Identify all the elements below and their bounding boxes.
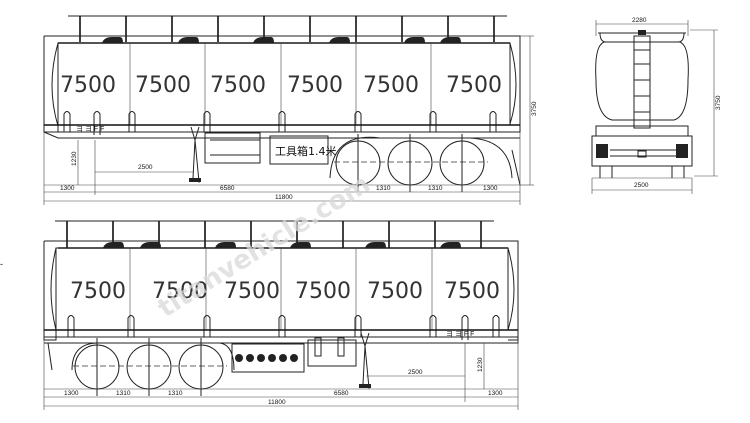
dim-rear-overhang: 1300 bbox=[483, 185, 498, 192]
dim-landing-gear-offset: 2500 bbox=[138, 164, 153, 171]
valve-box bbox=[231, 343, 305, 373]
valves bbox=[235, 354, 298, 362]
dim-axle-spacing-1: 1310 bbox=[116, 390, 131, 397]
compartment-5-capacity: 7500 bbox=[367, 279, 423, 304]
wheels-bottom bbox=[73, 338, 227, 396]
compartment-1-capacity: 7500 bbox=[60, 73, 116, 98]
compartment-6-capacity: 7500 bbox=[446, 73, 502, 98]
fire-extinguisher-1 bbox=[314, 337, 322, 357]
compartment-dividers bbox=[129, 43, 432, 125]
dim-landing-gear-offset: 2500 bbox=[408, 369, 423, 376]
dim-front-overhang: 1300 bbox=[488, 390, 503, 397]
dim-rear-overall-height: 3750 bbox=[715, 95, 722, 110]
dim-overall-length: 11800 bbox=[275, 194, 293, 201]
rear-view: 2280 2500 3750 bbox=[591, 17, 722, 194]
dim-rear-overhang: 1300 bbox=[64, 390, 79, 397]
landing-gear bbox=[359, 332, 371, 389]
stray-mark: - bbox=[0, 259, 3, 269]
landing-gear bbox=[189, 126, 201, 183]
dim-overall-height: 3750 bbox=[531, 101, 538, 116]
toolbox-label: 工具箱1.4米 bbox=[275, 144, 337, 158]
toolbox bbox=[269, 135, 329, 165]
handrail-posts bbox=[79, 16, 495, 42]
dim-axle-spacing-2: 1310 bbox=[428, 185, 443, 192]
dim-overall-length: 11800 bbox=[268, 399, 286, 406]
tank-cross-section bbox=[595, 41, 689, 121]
discharge-pipes bbox=[67, 315, 500, 340]
dim-fifth-wheel-height: 1230 bbox=[71, 151, 78, 166]
compartment-2-capacity: 7500 bbox=[135, 73, 191, 98]
dim-tank-width: 2280 bbox=[632, 17, 647, 24]
dim-front-overhang: 1300 bbox=[60, 185, 75, 192]
dim-kingpin-to-axle: 6580 bbox=[220, 185, 235, 192]
dim-axle-spacing-2: 1310 bbox=[168, 390, 183, 397]
compartment-1-capacity: 7500 bbox=[70, 279, 126, 304]
compartment-6-capacity: 7500 bbox=[444, 279, 500, 304]
dim-overall-width: 2500 bbox=[634, 182, 649, 189]
ladder bbox=[633, 35, 651, 129]
discharge-pipes bbox=[63, 111, 497, 135]
side-view-bottom: 7500 7500 7500 7500 7500 7500 ヨ ヨ F F bbox=[43, 220, 519, 410]
compartment-3-capacity: 7500 bbox=[224, 279, 280, 304]
dim-kingpin-to-axle: 6580 bbox=[334, 390, 349, 397]
compartment-2-capacity: 7500 bbox=[152, 279, 208, 304]
compartment-3-capacity: 7500 bbox=[210, 73, 266, 98]
manhole-covers bbox=[102, 37, 461, 43]
compartment-4-capacity: 7500 bbox=[287, 73, 343, 98]
compartment-5-capacity: 7500 bbox=[363, 73, 419, 98]
dimensions-top bbox=[43, 35, 534, 205]
side-view-top: 7500 7500 7500 7500 7500 7500 ヨ ヨ F F bbox=[43, 15, 538, 205]
dim-axle-spacing-1: 1310 bbox=[376, 185, 391, 192]
fire-extinguisher-2 bbox=[337, 337, 345, 357]
manhole-covers bbox=[103, 242, 461, 248]
dim-fifth-wheel-height: 1230 bbox=[477, 357, 484, 372]
svg-text:ヨ ヨ F F: ヨ ヨ F F bbox=[446, 330, 474, 338]
compartment-4-capacity: 7500 bbox=[295, 279, 351, 304]
svg-text:ヨ ヨ F F: ヨ ヨ F F bbox=[76, 125, 104, 133]
dimensions-bottom bbox=[43, 340, 519, 410]
